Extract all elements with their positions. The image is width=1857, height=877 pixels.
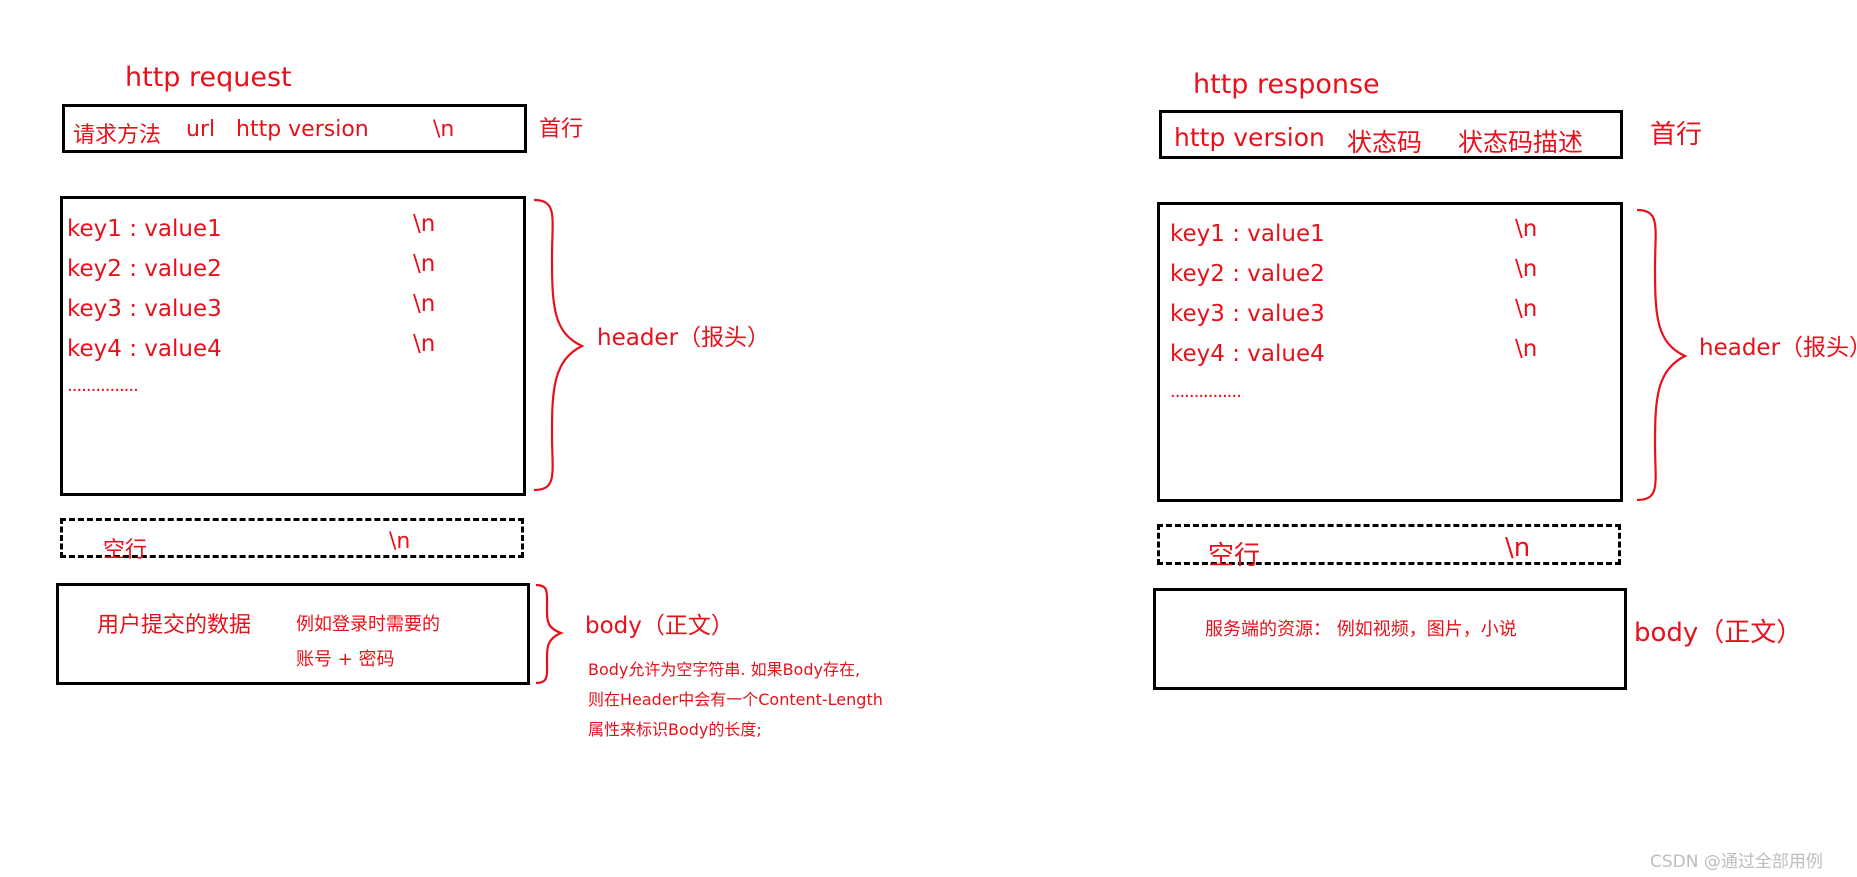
request-body-box: 用户提交的数据 例如登录时需要的 账号 + 密码	[56, 583, 530, 685]
csdn-watermark: CSDN @通过全部用例	[1650, 852, 1823, 872]
request-title: http request	[125, 62, 292, 93]
request-header-kv-1: key1 : value1	[67, 216, 222, 242]
request-body-brace	[535, 583, 565, 685]
response-header-label: header（报头）	[1699, 335, 1857, 361]
response-blank-label: 空行	[1208, 541, 1261, 571]
request-body-note-2: 则在Header中会有一个Content-Length	[588, 690, 883, 709]
request-body-example: 例如登录时需要的	[296, 614, 440, 635]
request-first-line-label: 首行	[539, 117, 584, 142]
response-header-kv-3: key3 : value3	[1170, 301, 1325, 327]
response-header-kv-1: key1 : value1	[1170, 221, 1325, 247]
response-first-line-box: http version 状态码 状态码描述	[1159, 110, 1623, 159]
response-header-box: key1 : value1 \n key2 : value2 \n key3 :…	[1157, 202, 1623, 502]
request-body-example-2: 账号 + 密码	[296, 649, 395, 670]
response-header-nl-1: \n	[1515, 216, 1538, 242]
request-header-nl-4: \n	[413, 331, 436, 357]
response-status-desc: 状态码描述	[1458, 128, 1584, 157]
response-header-nl-4: \n	[1515, 336, 1538, 362]
request-version: http version	[236, 117, 369, 142]
request-header-brace	[533, 198, 585, 492]
response-blank-line-box: 空行 \n	[1157, 524, 1621, 571]
request-blank-label: 空行	[103, 538, 148, 563]
request-body-label: body（正文）	[585, 613, 734, 639]
request-first-line-box: 请求方法 url http version \n	[62, 104, 527, 153]
request-method: 请求方法	[73, 123, 162, 148]
response-header-brace	[1636, 208, 1688, 502]
request-header-box: key1 : value1 \n key2 : value2 \n key3 :…	[60, 196, 526, 496]
request-header-nl-1: \n	[413, 211, 436, 237]
response-blank-newline: \n	[1505, 533, 1531, 563]
request-header-nl-3: \n	[413, 291, 436, 317]
response-first-line-label: 首行	[1650, 120, 1703, 150]
response-header-kv-4: key4 : value4	[1170, 341, 1325, 367]
response-version: http version	[1174, 123, 1325, 152]
response-body-box: 服务端的资源： 例如视频，图片，小说	[1153, 588, 1627, 690]
request-header-nl-2: \n	[413, 251, 436, 277]
request-first-line-newline: \n	[433, 117, 455, 142]
response-header-ellipsis: ...............	[1170, 381, 1242, 402]
request-header-kv-4: key4 : value4	[67, 336, 222, 362]
response-header-kv-2: key2 : value2	[1170, 261, 1325, 287]
response-body-label: body（正文）	[1634, 618, 1803, 648]
request-blank-newline: \n	[389, 529, 411, 554]
request-blank-line-box: 空行 \n	[60, 518, 524, 563]
response-header-nl-3: \n	[1515, 296, 1538, 322]
request-url: url	[186, 117, 216, 142]
request-header-kv-2: key2 : value2	[67, 256, 222, 282]
request-body-note-1: Body允许为空字符串. 如果Body存在,	[588, 660, 861, 679]
request-header-label: header（报头）	[597, 325, 771, 351]
response-body-text: 服务端的资源： 例如视频，图片，小说	[1205, 619, 1517, 640]
response-header-nl-2: \n	[1515, 256, 1538, 282]
response-status-code: 状态码	[1347, 128, 1423, 157]
response-title: http response	[1193, 69, 1380, 100]
request-header-ellipsis: ...............	[67, 375, 139, 396]
request-body-text: 用户提交的数据	[97, 613, 252, 638]
request-body-note-3: 属性来标识Body的长度;	[588, 720, 762, 739]
request-header-kv-3: key3 : value3	[67, 296, 222, 322]
